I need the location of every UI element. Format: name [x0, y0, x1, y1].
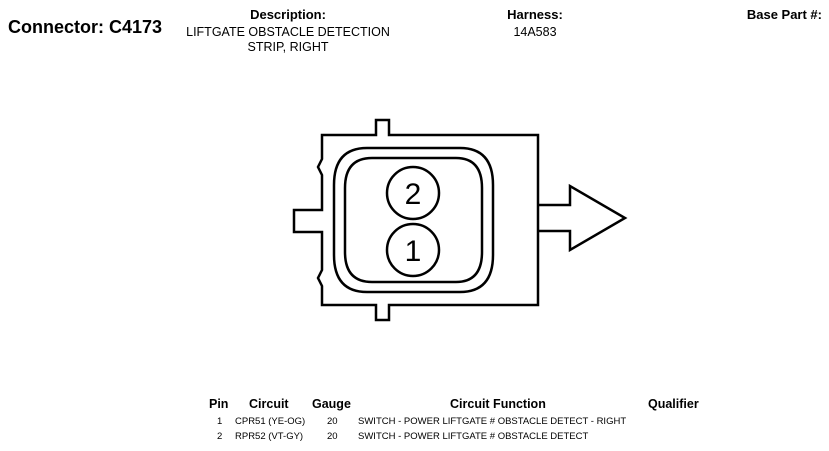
row-2-gauge: 20 [327, 431, 338, 442]
harness-value: 14A583 [513, 25, 557, 39]
description-value: LIFTGATE OBSTACLE DETECTION STRIP, RIGHT [168, 25, 408, 55]
base-part-header: Base Part #: [746, 7, 822, 22]
table-header-circuit: Circuit [249, 397, 289, 411]
description-line-1: LIFTGATE OBSTACLE DETECTION [186, 25, 390, 39]
table-header-pin: Pin [209, 397, 229, 411]
connector-housing-outline [292, 118, 540, 322]
harness-header: Harness: [507, 7, 563, 22]
description-header: Description: [250, 7, 326, 22]
connector-inner-outline [343, 156, 484, 284]
pin-1-label: 1 [405, 235, 422, 268]
connector-title: Connector: C4173 [8, 17, 162, 38]
row-1-pin: 1 [217, 416, 223, 427]
table-header-function: Circuit Function [450, 397, 546, 411]
connector-label-text: Connector: [8, 17, 104, 37]
pin-1-circle [385, 222, 441, 278]
row-2-pin: 2 [217, 431, 223, 442]
pin-2-circle [385, 165, 441, 221]
row-2-function: SWITCH - POWER LIFTGATE # OBSTACLE DETEC… [358, 431, 589, 442]
connector-id: C4173 [109, 17, 163, 37]
table-header-qualifier: Qualifier [648, 397, 699, 411]
pin-2-label: 2 [405, 178, 422, 211]
table-header-gauge: Gauge [312, 397, 351, 411]
row-2-circuit: RPR52 (VT-GY) [235, 431, 304, 442]
row-1-circuit: CPR51 (YE-OG) [235, 416, 306, 427]
row-1-function: SWITCH - POWER LIFTGATE # OBSTACLE DETEC… [358, 416, 627, 427]
description-line-2: STRIP, RIGHT [247, 40, 329, 54]
row-1-gauge: 20 [327, 416, 338, 427]
connector-cavity-outline [332, 146, 495, 294]
mating-direction-arrow [538, 183, 628, 253]
